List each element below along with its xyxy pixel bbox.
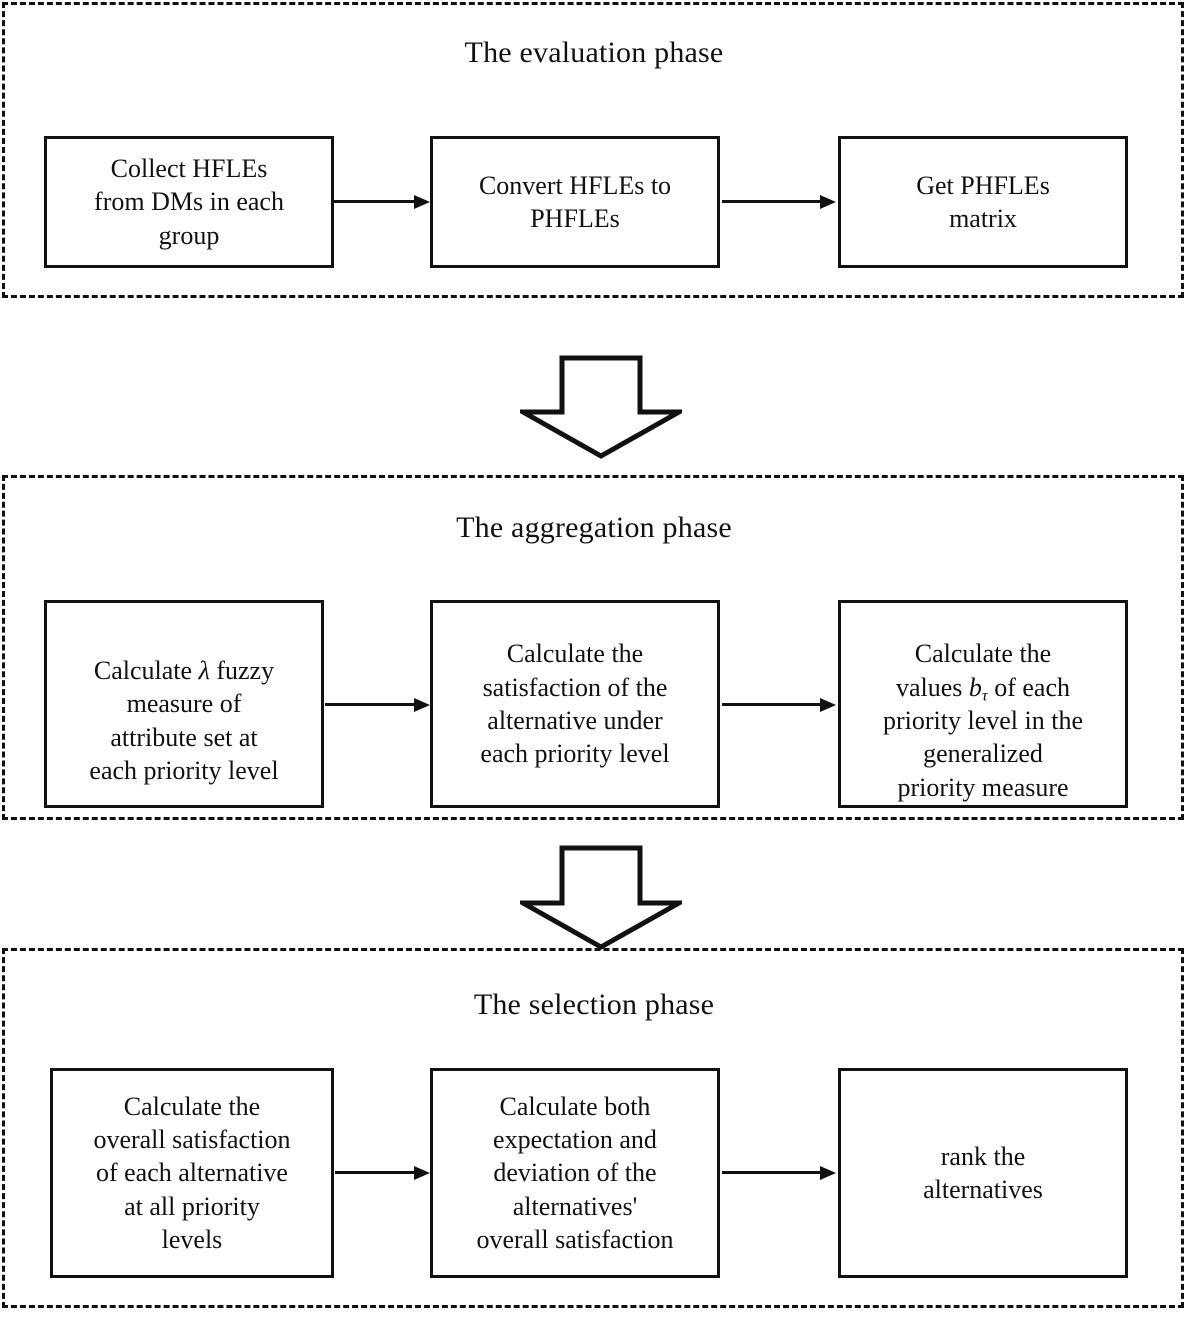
arrow-right-icon [722,195,836,209]
process-box-expectation-deviation[interactable]: Calculate both expectation and deviation… [430,1068,720,1278]
process-box-overall-satisfaction[interactable]: Calculate the overall satisfaction of ea… [50,1068,334,1278]
arrow-shaft [325,703,416,706]
process-box-collect-hfles[interactable]: Collect HFLEs from DMs in each group [44,136,334,268]
process-box-satisfaction-alternative[interactable]: Calculate the satisfaction of the altern… [430,600,720,808]
arrow-shaft [335,1171,416,1174]
lambda-symbol: λ [198,656,210,686]
label-part-post: fuzzy measure of attribute set at each p… [89,656,279,785]
process-box-rank-alternatives-label: rank the alternatives [923,1141,1043,1204]
label-part-pre: Calculate the values [896,639,1052,702]
block-arrow-down-icon [520,845,682,951]
arrow-shaft [722,1171,822,1174]
b-symbol: bτ [968,672,988,705]
arrow-shaft [722,200,822,203]
process-box-rank-alternatives[interactable]: rank the alternatives [838,1068,1128,1278]
arrow-head [820,1166,836,1180]
arrow-head [414,1166,430,1180]
process-box-expectation-deviation-label: Calculate both expectation and deviation… [476,1091,674,1254]
phase-container-selection [2,948,1184,1308]
label-part-pre: Calculate [93,656,199,686]
process-box-b-tau-values-label: Calculate the values bτ of each priority… [883,604,1083,804]
process-box-b-tau-values[interactable]: Calculate the values bτ of each priority… [838,600,1128,808]
block-arrow-down-icon [520,355,682,460]
process-box-convert-hfles[interactable]: Convert HFLEs to PHFLEs [430,136,720,268]
label-part-post: of each priority level in the generalize… [882,672,1083,802]
phase-container-aggregation [2,475,1184,820]
arrow-head [820,195,836,209]
arrow-right-icon [335,1166,430,1180]
arrow-head [820,698,836,712]
phase-title-aggregation: The aggregation phase [456,511,732,544]
arrow-right-icon [334,195,430,209]
arrow-right-icon [325,698,430,712]
process-box-satisfaction-alternative-label: Calculate the satisfaction of the altern… [480,639,670,769]
process-box-get-phfles-matrix[interactable]: Get PHFLEs matrix [838,136,1128,268]
phase-container-evaluation [2,2,1184,298]
arrow-shaft [334,200,416,203]
arrow-right-icon [722,698,836,712]
process-box-get-phfles-matrix-label: Get PHFLEs matrix [916,170,1050,233]
arrow-right-icon [722,1166,836,1180]
process-box-convert-hfles-label: Convert HFLEs to PHFLEs [478,170,672,233]
arrow-head [414,698,430,712]
arrow-head [414,195,430,209]
phase-title-selection: The selection phase [473,988,715,1021]
process-box-overall-satisfaction-label: Calculate the overall satisfaction of ea… [93,1091,291,1254]
tau-subscript: τ [981,687,988,705]
process-box-lambda-fuzzy-measure[interactable]: Calculate λ fuzzy measure of attribute s… [44,600,324,808]
phase-title-evaluation: The evaluation phase [464,36,724,69]
process-box-lambda-fuzzy-measure-label: Calculate λ fuzzy measure of attribute s… [89,621,278,787]
process-box-collect-hfles-label: Collect HFLEs from DMs in each group [94,154,284,250]
arrow-shaft [722,703,822,706]
